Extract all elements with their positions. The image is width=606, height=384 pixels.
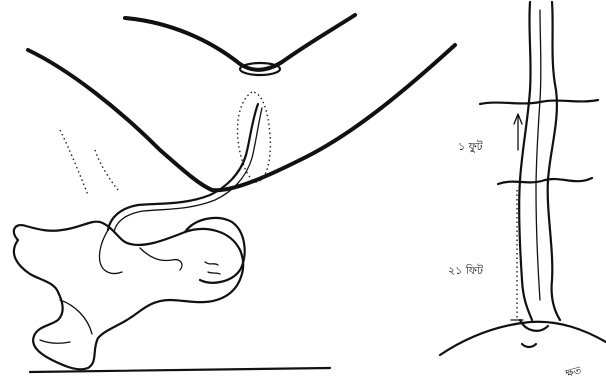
infant-outline [14, 222, 243, 370]
skin-surface [440, 322, 606, 355]
upper-body-curve [125, 15, 355, 70]
tie-upper [480, 100, 598, 104]
cord-strand-right [548, 2, 560, 320]
faint-guide-2 [95, 150, 118, 190]
infant-face [205, 262, 220, 274]
label-lower-measure: ২১ ফিট [448, 262, 483, 281]
left-panel [14, 15, 455, 372]
right-panel [440, 2, 606, 355]
tie-lower [498, 178, 592, 184]
cord-strand-left [519, 2, 532, 320]
label-upper-measure: ১ ফুট [458, 138, 483, 157]
infant-leg [40, 300, 92, 343]
infant-arm [140, 248, 182, 270]
faint-guide [60, 130, 88, 195]
cord-strand-inner [536, 10, 541, 300]
base-knot [520, 320, 548, 347]
dotted-region [238, 92, 271, 182]
